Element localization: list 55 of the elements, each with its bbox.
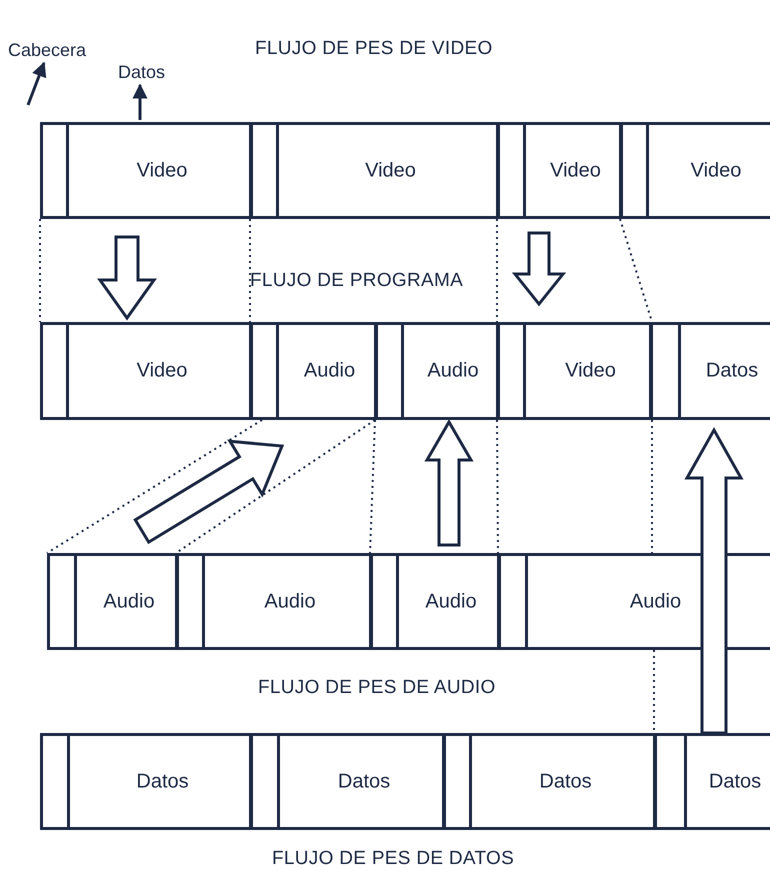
payload-label: Audio xyxy=(630,590,682,613)
payload-label: Video xyxy=(136,360,188,382)
callout-label: Cabecera xyxy=(8,40,86,61)
payload-label: Datos xyxy=(338,770,390,793)
packet-box xyxy=(40,322,252,420)
guide-line xyxy=(653,650,655,733)
guide-line xyxy=(651,420,653,553)
leader-line xyxy=(26,62,46,106)
packet-box xyxy=(176,553,372,650)
payload-label: Video xyxy=(136,159,188,182)
packet-box xyxy=(370,553,500,650)
stream-title: FLUJO DE PROGRAMA xyxy=(250,270,464,292)
payload-label: Datos xyxy=(136,770,189,793)
packet-box xyxy=(250,122,499,219)
packet-box xyxy=(40,122,252,219)
guide-line xyxy=(369,420,376,554)
block-arrow xyxy=(424,419,474,546)
guide-line xyxy=(39,219,41,322)
guide-line xyxy=(249,219,251,322)
payload-label: Audio xyxy=(103,590,155,613)
stream-title: FLUJO DE PES DE AUDIO xyxy=(258,677,496,699)
payload-label: Video xyxy=(565,360,616,382)
packet-box xyxy=(620,122,770,219)
packet-box xyxy=(650,322,770,420)
packet-box xyxy=(497,322,652,420)
packet-box xyxy=(40,733,252,830)
payload-label: Datos xyxy=(539,770,592,793)
guide-line xyxy=(46,419,263,554)
payload-label: Video xyxy=(365,159,416,182)
callout-label: Datos xyxy=(118,62,166,83)
block-arrow xyxy=(684,426,744,734)
payload-label: Datos xyxy=(708,770,762,793)
packet-box xyxy=(654,733,770,830)
packet-box xyxy=(498,553,770,650)
payload-label: Datos xyxy=(706,360,758,382)
block-arrow xyxy=(133,440,284,544)
packet-box xyxy=(250,322,377,420)
stream-title: FLUJO DE PES DE DATOS xyxy=(272,848,514,870)
guide-line xyxy=(496,420,499,553)
packet-box xyxy=(443,733,656,830)
packet-box xyxy=(497,122,622,219)
packet-box xyxy=(250,733,445,830)
stream-title: FLUJO DE PES DE VIDEO xyxy=(255,38,493,60)
guide-line xyxy=(496,219,498,322)
payload-label: Audio xyxy=(264,590,316,613)
packet-box xyxy=(375,322,499,420)
payload-label: Video xyxy=(690,159,742,182)
packet-box xyxy=(47,553,178,650)
payload-label: Audio xyxy=(425,590,477,613)
block-arrow xyxy=(97,236,157,321)
payload-label: Video xyxy=(550,159,601,182)
block-arrow xyxy=(512,232,566,306)
payload-label: Audio xyxy=(427,360,479,382)
payload-label: Audio xyxy=(304,360,356,382)
leader-line xyxy=(132,84,148,120)
